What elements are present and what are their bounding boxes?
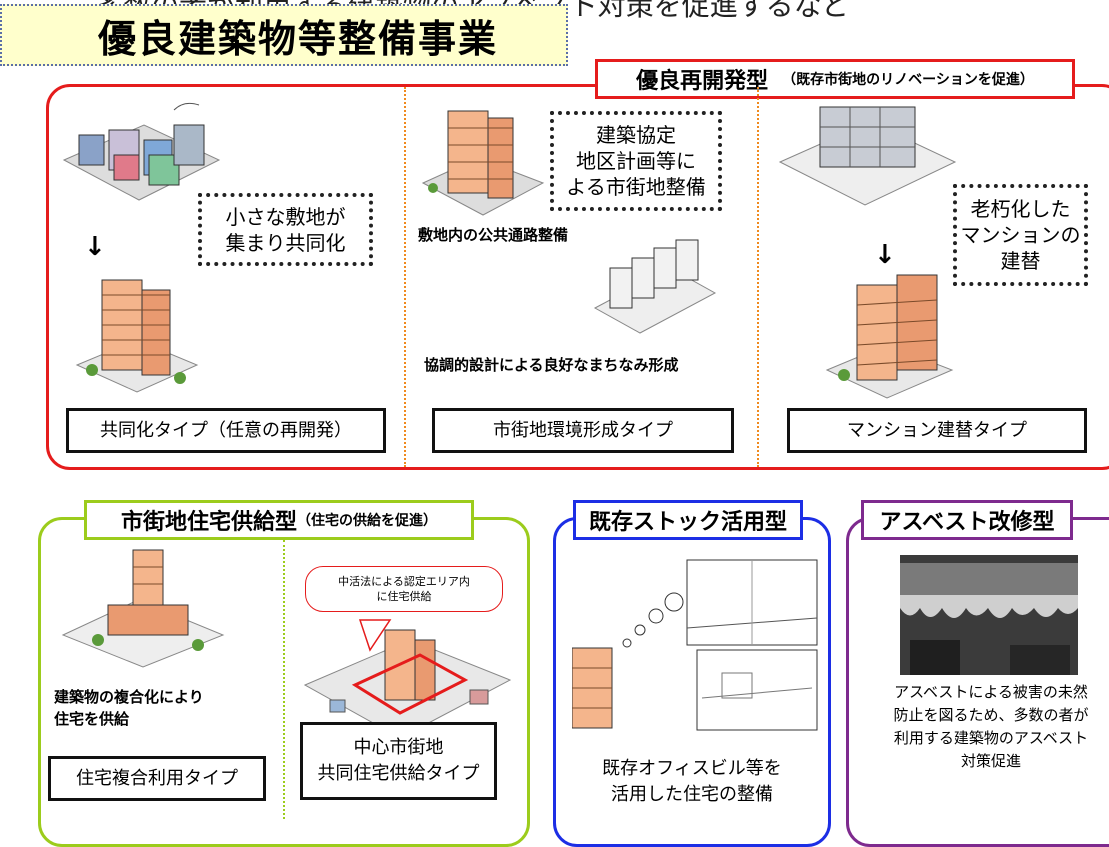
stock-header: 既存ストック活用型 [573, 500, 803, 540]
divider-1 [404, 87, 406, 467]
divider-3 [283, 540, 285, 819]
old-mansion-illustration [778, 106, 957, 206]
asbestos-caption: アスベストによる被害の未然 防止を図るため、多数の者が 利用する建築物のアスベス… [893, 683, 1089, 770]
central-area-bubble: 中活法による認定エリア内 に住宅供給 [305, 566, 503, 612]
townscape-label: 協調的設計による良好なまちなみ形成 [424, 356, 679, 374]
mixed-use-building-illustration [61, 549, 225, 668]
joint-note-box: 小さな敷地が 集まり共同化 [198, 193, 373, 266]
asbestos-photo [900, 555, 1078, 675]
page-title: 優良建築物等整備事業 [0, 4, 568, 66]
stock-caption: 既存オフィスビル等を 活用した住宅の整備 [602, 758, 782, 805]
central-type-label: 中心市街地 共同住宅供給タイプ [300, 722, 497, 800]
public-path-building-illustration [421, 110, 545, 216]
divider-2 [757, 87, 759, 467]
office-conversion-illustration [572, 559, 818, 731]
down-arrow-icon: ↓ [84, 232, 106, 262]
joint-building-after-illustration [75, 279, 199, 393]
housing-supply-header: 市街地住宅供給型 （住宅の供給を促進） [84, 500, 474, 540]
redevelopment-panel [46, 84, 1109, 470]
redevelopment-header: 優良再開発型 （既存市街地のリノベーションを促進） [595, 59, 1075, 99]
down-arrow-icon: ↓ [874, 240, 896, 270]
mixed-use-label: 建築物の複合化により 住宅を供給 [54, 688, 204, 728]
environment-type-label: 市街地環境形成タイプ [432, 408, 734, 453]
mansion-type-label: マンション建替タイプ [787, 408, 1087, 453]
mixed-use-type-label: 住宅複合利用タイプ [48, 756, 266, 801]
environment-note-box: 建築協定 地区計画等に よる市街地整備 [550, 111, 722, 211]
joint-buildings-before-illustration [62, 102, 221, 201]
new-mansion-illustration [825, 274, 954, 399]
joint-type-label: 共同化タイプ（任意の再開発） [66, 408, 386, 453]
townscape-houses-illustration [593, 239, 717, 334]
central-housing-illustration [303, 619, 512, 739]
asbestos-header: アスベスト改修型 [861, 500, 1073, 540]
public-path-label: 敷地内の公共通路整備 [418, 226, 569, 244]
mansion-note-box: 老朽化した マンションの 建替 [953, 184, 1088, 286]
